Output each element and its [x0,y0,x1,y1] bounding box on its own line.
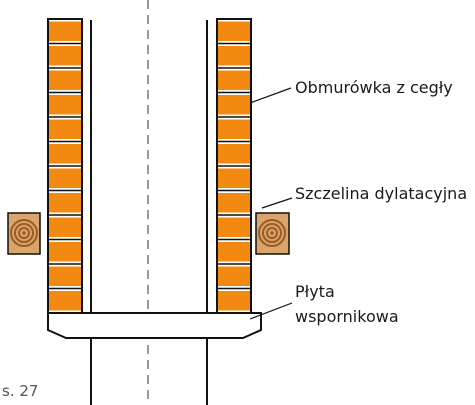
label-brick-lining: Obmurówka z cegły [295,78,453,97]
brick [49,70,81,90]
brick [218,242,250,262]
brick [49,168,81,188]
brick [218,46,250,66]
brick [218,193,250,213]
brick [218,266,250,286]
brick [49,95,81,115]
brick [49,144,81,164]
timber-beam-right [255,212,290,255]
brick [218,217,250,237]
leader-brick-lining [249,87,292,104]
brick [49,46,81,66]
brick-lining-right [216,18,252,314]
brick [49,266,81,286]
timber-beam-left [7,212,41,255]
leader-support-plate [249,302,293,320]
label-support-plate-line2: wspornikowa [295,307,399,326]
brick [218,119,250,139]
brick [218,291,250,311]
brick [49,242,81,262]
label-support-plate-line1: Płyta [295,282,335,301]
figure-number: s. 27 [2,382,38,400]
brick-lining-left [47,18,83,314]
support-plate [47,312,262,339]
brick [218,70,250,90]
leader-expansion-gap [261,197,293,209]
brick [218,144,250,164]
label-expansion-gap: Szczelina dylatacyjna [295,184,467,203]
brick [218,21,250,41]
brick [49,217,81,237]
brick [49,119,81,139]
brick [218,168,250,188]
brick [218,95,250,115]
brick [49,21,81,41]
brick [49,291,81,311]
brick [49,193,81,213]
